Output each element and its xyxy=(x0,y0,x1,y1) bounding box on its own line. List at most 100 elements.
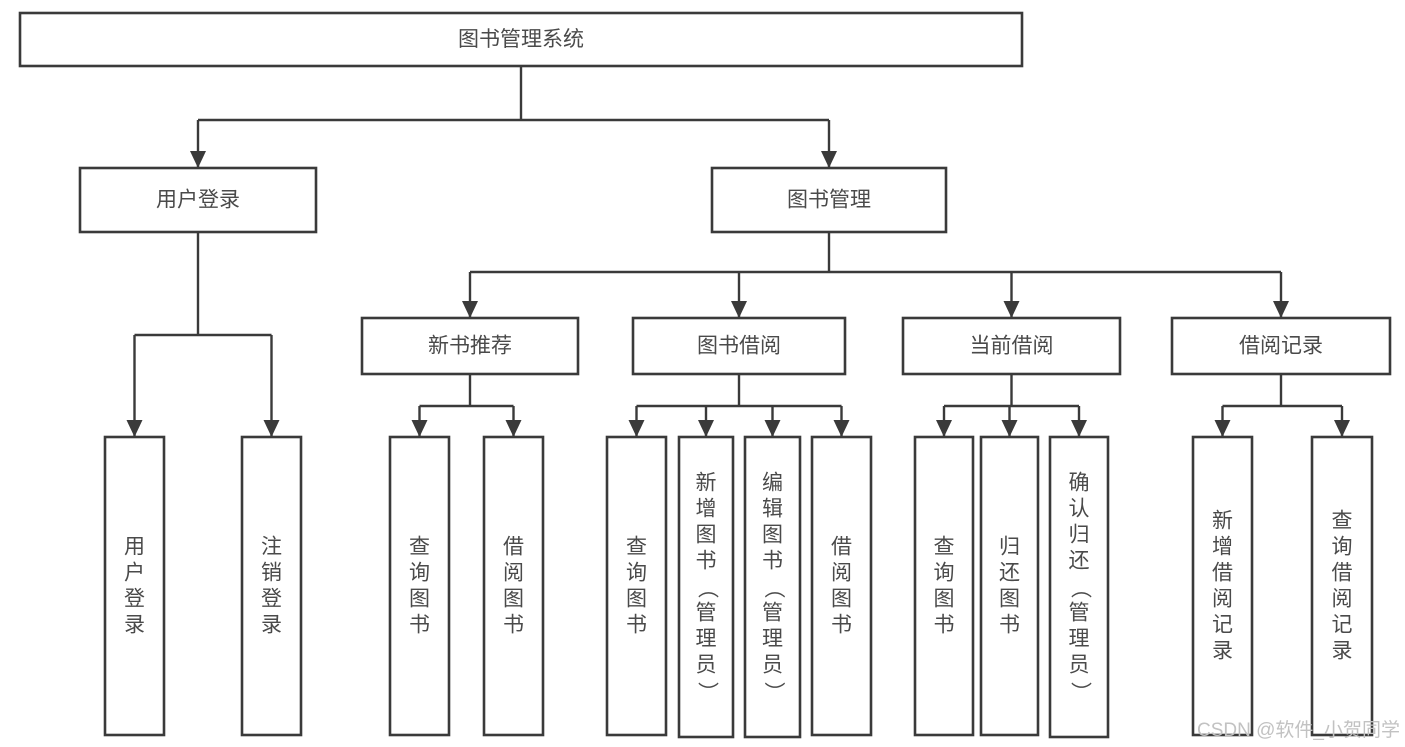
svg-text:员: 员 xyxy=(762,654,783,677)
svg-text:理: 理 xyxy=(696,628,717,651)
svg-text:管: 管 xyxy=(1069,602,1090,625)
node-group-label-3: 借阅记录 xyxy=(1239,335,1323,358)
node-group-3[interactable] xyxy=(1170,316,1392,376)
svg-text:还: 还 xyxy=(999,562,1020,585)
svg-text:员: 员 xyxy=(696,654,717,677)
root-arrow-0 xyxy=(190,151,206,168)
svg-text:理: 理 xyxy=(1069,628,1090,651)
lvl1-1-arrow-2 xyxy=(1003,301,1020,318)
root-arrow-1 xyxy=(821,151,837,168)
node-leaf-g1-2[interactable] xyxy=(743,435,802,739)
node-group-1[interactable] xyxy=(631,316,847,376)
svg-text:（: （ xyxy=(1068,578,1091,599)
group-0-arrow-0 xyxy=(411,420,428,437)
node-leaf-g1-0[interactable] xyxy=(605,435,668,737)
svg-text:书: 书 xyxy=(626,614,647,637)
lvl1-1-arrow-3 xyxy=(1273,301,1289,318)
svg-text:图: 图 xyxy=(762,524,783,547)
svg-text:）: ） xyxy=(762,682,785,703)
csdn-watermark: CSDN @软件_小贺同学 xyxy=(1197,719,1400,741)
svg-text:查: 查 xyxy=(934,536,955,559)
svg-text:查: 查 xyxy=(1332,510,1353,533)
svg-text:录: 录 xyxy=(124,614,145,637)
node-leaf-g1-1[interactable] xyxy=(677,435,735,739)
node-leaf-0-1[interactable] xyxy=(240,435,303,737)
node-leaf-g0-0[interactable] xyxy=(388,435,451,737)
svg-text:归: 归 xyxy=(1069,524,1090,547)
svg-text:图: 图 xyxy=(409,588,430,611)
svg-text:书: 书 xyxy=(999,614,1020,637)
svg-text:理: 理 xyxy=(762,628,783,651)
svg-text:管: 管 xyxy=(696,602,717,625)
svg-text:记: 记 xyxy=(1212,614,1233,637)
svg-text:管: 管 xyxy=(762,602,783,625)
svg-text:登: 登 xyxy=(124,588,145,611)
svg-text:增: 增 xyxy=(1212,536,1233,559)
node-leaf-g2-2[interactable] xyxy=(1048,435,1110,739)
svg-text:编: 编 xyxy=(762,472,783,495)
svg-text:书: 书 xyxy=(934,614,955,637)
svg-text:新: 新 xyxy=(696,472,717,495)
svg-text:录: 录 xyxy=(1212,640,1233,663)
svg-text:还: 还 xyxy=(1069,550,1090,573)
svg-text:注: 注 xyxy=(261,536,282,559)
svg-text:增: 增 xyxy=(696,498,717,521)
node-root[interactable] xyxy=(18,11,1024,68)
svg-text:）: ） xyxy=(695,682,718,703)
svg-text:询: 询 xyxy=(1332,536,1353,559)
svg-text:询: 询 xyxy=(409,562,430,585)
svg-text:（: （ xyxy=(762,578,785,599)
svg-text:录: 录 xyxy=(261,614,282,637)
node-leaf-g0-1[interactable] xyxy=(482,435,545,737)
group-2-arrow-1 xyxy=(1001,420,1018,437)
node-level1-label-0: 用户登录 xyxy=(156,189,240,212)
node-group-0[interactable] xyxy=(360,316,580,376)
node-level1-1[interactable] xyxy=(710,166,948,234)
svg-text:新: 新 xyxy=(1212,510,1233,533)
svg-text:户: 户 xyxy=(124,562,145,585)
svg-text:图: 图 xyxy=(831,588,852,611)
svg-text:询: 询 xyxy=(934,562,955,585)
node-level1-0[interactable] xyxy=(78,166,318,234)
node-leaf-g3-0[interactable] xyxy=(1191,435,1254,737)
svg-text:借: 借 xyxy=(831,536,852,559)
svg-text:书: 书 xyxy=(503,614,524,637)
svg-text:阅: 阅 xyxy=(503,562,524,585)
svg-text:借: 借 xyxy=(503,536,524,559)
group-1-arrow-3 xyxy=(833,420,850,437)
svg-text:记: 记 xyxy=(1332,614,1353,637)
node-leaf-g2-0[interactable] xyxy=(913,435,975,737)
node-leaf-g2-1[interactable] xyxy=(979,435,1040,737)
lvl1-1-arrow-0 xyxy=(462,301,478,318)
svg-text:书: 书 xyxy=(696,550,717,573)
svg-text:员: 员 xyxy=(1069,654,1090,677)
node-leaf-g1-3[interactable] xyxy=(810,435,873,737)
svg-text:确: 确 xyxy=(1069,472,1090,495)
group-3-arrow-1 xyxy=(1334,420,1350,437)
svg-text:书: 书 xyxy=(831,614,852,637)
svg-text:阅: 阅 xyxy=(1212,588,1233,611)
svg-text:查: 查 xyxy=(626,536,647,559)
node-leaf-g3-1[interactable] xyxy=(1310,435,1374,737)
node-group-2[interactable] xyxy=(901,316,1122,376)
svg-text:（: （ xyxy=(695,578,718,599)
svg-text:认: 认 xyxy=(1069,498,1090,521)
svg-text:书: 书 xyxy=(409,614,430,637)
lvl1-0-arrow-1 xyxy=(263,420,280,437)
node-group-label-2: 当前借阅 xyxy=(970,335,1054,358)
node-leaf-label-0-0: 用户登录 xyxy=(124,536,145,637)
node-leaf-0-0[interactable] xyxy=(103,435,166,737)
svg-text:图: 图 xyxy=(696,524,717,547)
svg-text:借: 借 xyxy=(1212,562,1233,585)
